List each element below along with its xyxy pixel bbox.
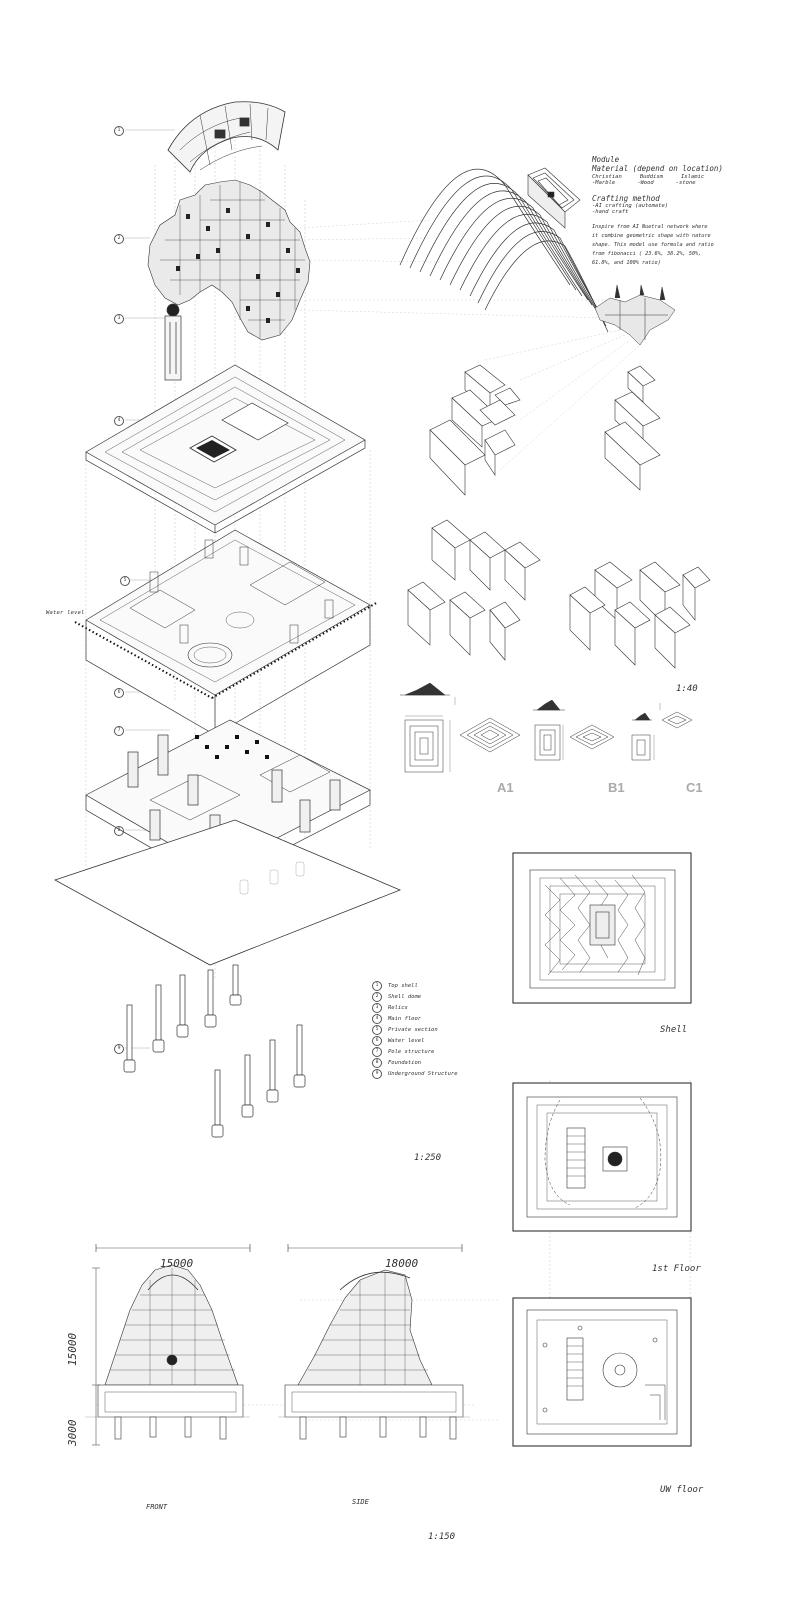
marker-1: 1 <box>114 126 124 136</box>
legend-item: 9 Underground Structure <box>372 1069 458 1079</box>
legend-number: 4 <box>372 1014 382 1024</box>
marker-8: 8 <box>114 826 124 836</box>
module-title: Module <box>592 155 620 164</box>
module-cluster-small <box>594 284 676 346</box>
scale-axo-label: 1:250 <box>414 1153 442 1163</box>
legend-text: Foundation <box>388 1060 422 1066</box>
main-floor-slab <box>85 364 366 534</box>
rib-arch-module <box>399 168 609 333</box>
module-assembly-left <box>429 364 521 496</box>
legend-item: 6 Water level <box>372 1036 424 1046</box>
plan-uw-floor-title: UW floor <box>660 1485 704 1495</box>
elevation-front <box>85 1244 251 1440</box>
legend-text: Underground Structure <box>388 1071 458 1077</box>
marker-3: 3 <box>114 314 124 324</box>
legend-text: Relics <box>388 1005 408 1011</box>
material-row: -Marble -Wood -stone <box>592 180 792 186</box>
legend-number: 1 <box>372 981 382 991</box>
shell-dome <box>147 179 311 341</box>
plan-shell <box>512 852 692 1004</box>
module-info: Module Material (depend on location) Chr… <box>592 155 792 268</box>
relics-pillar <box>164 303 182 381</box>
single-module-card <box>527 167 581 229</box>
legend-text: Private section <box>388 1027 438 1033</box>
legend-number: 5 <box>372 1025 382 1035</box>
marker-4: 4 <box>114 416 124 426</box>
material-stone: -stone <box>675 180 696 186</box>
legend-item: 8 Foundation <box>372 1058 421 1068</box>
marker-7: 7 <box>114 726 124 736</box>
scale-module-label: 1:40 <box>676 684 698 694</box>
legend-item: 3 Relics <box>372 1003 408 1013</box>
elevation-height-dims <box>92 1267 100 1446</box>
material-wood: -Wood <box>637 180 654 186</box>
plan-first-floor <box>512 1082 692 1232</box>
height-upper-dim: 15000 <box>66 1332 79 1366</box>
marker-9: 9 <box>114 1044 124 1054</box>
top-shell <box>167 101 286 173</box>
side-label: SIDE <box>352 1498 369 1506</box>
crafting-item-ai: -AI crafting (automate) <box>592 203 669 209</box>
religion-row: Christian Buddism Islamic <box>592 174 792 180</box>
legend-number: 7 <box>372 1047 382 1057</box>
leader-lines <box>125 129 175 1049</box>
module-drawings <box>400 682 693 773</box>
legend-number: 2 <box>372 992 382 1002</box>
note-line: shape. This model use formula and ratio <box>592 242 714 248</box>
religion-christian: Christian <box>592 174 622 180</box>
elevation-side <box>278 1244 470 1440</box>
legend-text: Main floor <box>388 1016 422 1022</box>
legend-item: 1 Top shell <box>372 981 418 991</box>
foundation-plane <box>54 819 402 966</box>
legend-text: Top shell <box>388 983 418 989</box>
religion-islamic: Islamic <box>681 174 705 180</box>
module-assembly-large-left <box>407 519 541 661</box>
module-assembly-right <box>604 365 661 491</box>
design-note: Inspire from AI Nuetral network where it… <box>592 223 792 268</box>
height-lower-dim: 3000 <box>66 1419 79 1447</box>
legend-text: Water level <box>388 1038 425 1044</box>
crafting-heading: Crafting method <box>592 194 660 203</box>
pole-structure-slab <box>85 719 371 886</box>
front-label: FRONT <box>146 1503 168 1511</box>
legend-number: 9 <box>372 1069 382 1079</box>
module-b1-label: B1 <box>608 780 625 795</box>
module-c1-label: C1 <box>686 780 703 795</box>
note-line: it combine geometric shape with nature <box>592 233 711 239</box>
crafting-item-hand: -hand craft <box>592 209 629 215</box>
front-width-dim: 15000 <box>160 1257 194 1270</box>
plan-uw-floor <box>512 1297 692 1447</box>
legend-item: 2 Shell dome <box>372 992 421 1002</box>
marker-2: 2 <box>114 234 124 244</box>
marker-5: 5 <box>120 576 130 586</box>
material-heading: Material (depend on location) <box>592 164 723 173</box>
material-marble: -Marble <box>592 180 616 186</box>
plan-shell-title: Shell <box>660 1025 688 1035</box>
water-level-label: Water level <box>46 610 85 616</box>
private-section-box <box>85 529 371 736</box>
legend-text: Shell dome <box>388 994 422 1000</box>
legend-number: 8 <box>372 1058 382 1068</box>
note-line: 61.8%, and 100% ratio) <box>592 260 661 266</box>
legend-item: 7 Pole structure <box>372 1047 434 1057</box>
side-width-dim: 18000 <box>385 1257 419 1270</box>
underground-piles <box>123 861 306 1138</box>
marker-6: 6 <box>114 688 124 698</box>
legend-item: 4 Main floor <box>372 1014 421 1024</box>
legend-item: 5 Private section <box>372 1025 438 1035</box>
religion-buddism: Buddism <box>639 174 663 180</box>
module-assembly-large-right <box>569 561 711 669</box>
legend-number: 3 <box>372 1003 382 1013</box>
plan-first-floor-title: 1st Floor <box>652 1264 701 1274</box>
scale-elev-label: 1:150 <box>428 1532 456 1542</box>
note-line: Inspire from AI Nuetral network where <box>592 224 708 230</box>
module-a1-label: A1 <box>497 780 514 795</box>
legend-number: 6 <box>372 1036 382 1046</box>
note-line: from fibonacci ( 23.6%, 38.2%, 50%, <box>592 251 702 257</box>
legend-text: Pole structure <box>388 1049 435 1055</box>
